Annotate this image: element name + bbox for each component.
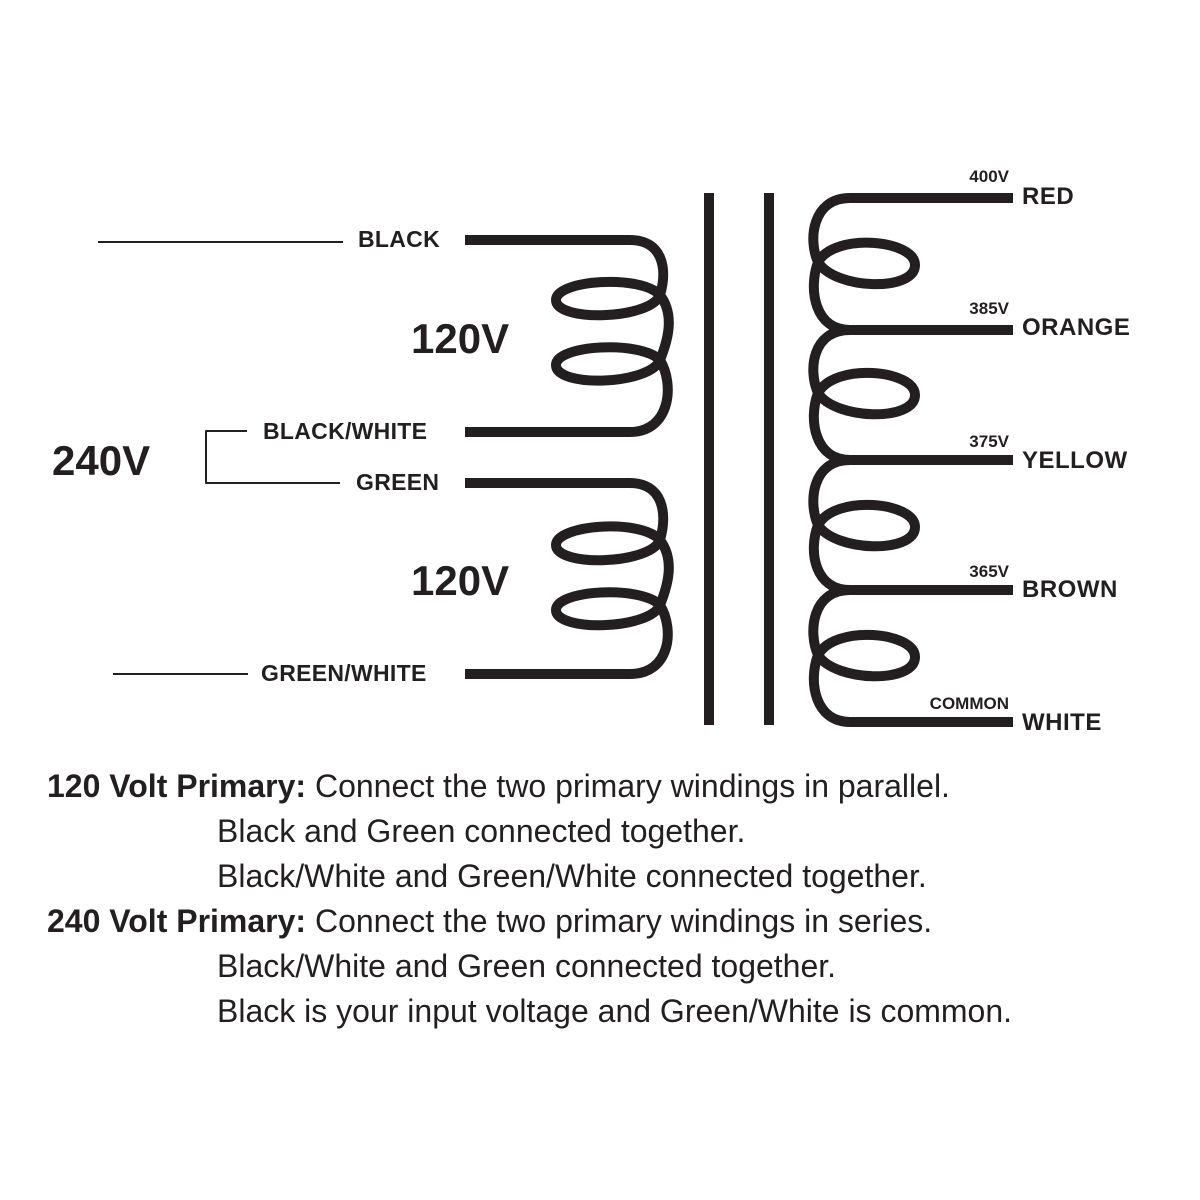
instruction-detail: Black is your input voltage and Green/Wh… [217,993,1013,1029]
wire-label-orange: ORANGE [1022,314,1131,341]
instruction-detail: Black and Green connected together. [217,813,746,849]
voltage-label-series: 240V [52,437,151,484]
wire-label-yellow: YELLOW [1022,447,1128,474]
instruction-text-120v: Connect the two primary windings in para… [306,768,950,804]
wiring-instructions: 120 Volt Primary: Connect the two primar… [47,764,1012,1034]
instruction-120v: 120 Volt Primary: Connect the two primar… [47,764,1012,809]
wire-label-brown: BROWN [1022,576,1118,603]
instruction-heading-120v: 120 Volt Primary: [47,768,307,804]
tap-label-common: COMMON [929,694,1009,713]
wire-label-red: RED [1022,183,1075,210]
primary-coil-top [465,235,674,437]
instruction-240v: 240 Volt Primary: Connect the two primar… [47,899,1012,944]
instruction-text-240v: Connect the two primary windings in seri… [306,903,933,939]
tap-voltage-385v: 385V [969,299,1009,318]
primary-coil-bottom [465,478,674,679]
wire-label-black: BLACK [358,226,440,252]
series-bracket [205,430,340,484]
wire-label-black-white: BLACK/WHITE [263,418,428,444]
instruction-heading-240v: 240 Volt Primary: [47,903,307,939]
tap-voltage-375v: 375V [969,432,1009,451]
wire-label-green-white: GREEN/WHITE [261,660,427,686]
voltage-label-top-winding: 120V [411,315,510,362]
wire-label-white: WHITE [1022,709,1102,736]
voltage-label-bottom-winding: 120V [411,557,510,604]
wire-label-green: GREEN [356,469,440,495]
instruction-detail: Black/White and Green connected together… [217,948,837,984]
secondary-coil [808,193,1013,727]
tap-voltage-400v: 400V [969,167,1009,186]
tap-voltage-365v: 365V [969,562,1009,581]
instruction-detail: Black/White and Green/White connected to… [217,858,927,894]
